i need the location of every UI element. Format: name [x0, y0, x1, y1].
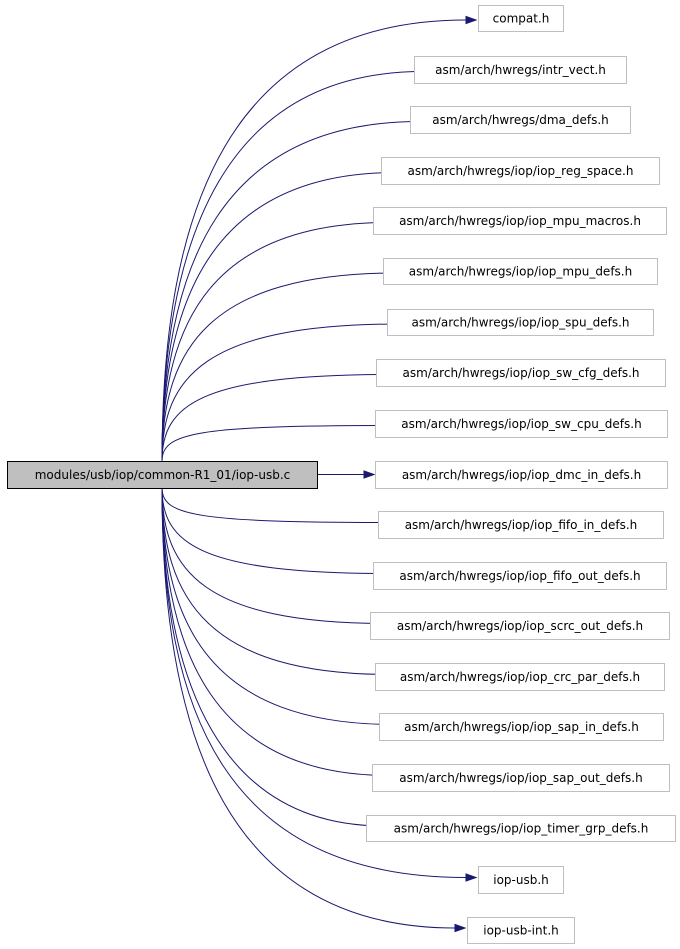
- dep-asm-arch-hwregs-iop-iop-sap-out-defs-h-node[interactable]: asm/arch/hwregs/iop/iop_sap_out_defs.h: [372, 764, 670, 792]
- dep-iop-usb-h-label: iop-usb.h: [493, 873, 549, 887]
- edge-to-dep-asm-arch-hwregs-iop-iop-scrc-out-defs-h: [161, 487, 387, 624]
- dep-asm-arch-hwregs-iop-iop-reg-space-h-node[interactable]: asm/arch/hwregs/iop/iop_reg_space.h: [381, 157, 660, 185]
- dep-asm-arch-hwregs-iop-iop-mpu-macros-h-box[interactable]: [373, 207, 667, 235]
- dep-compat-h-box[interactable]: [478, 5, 564, 32]
- dep-asm-arch-hwregs-iop-iop-sap-in-defs-h-label: asm/arch/hwregs/iop/iop_sap_in_defs.h: [404, 720, 639, 734]
- dep-asm-arch-hwregs-iop-iop-reg-space-h-label: asm/arch/hwregs/iop/iop_reg_space.h: [408, 164, 634, 178]
- edge-to-dep-asm-arch-hwregs-iop-iop-mpu-defs-h: [161, 272, 398, 462]
- dep-asm-arch-hwregs-intr-vect-h-box[interactable]: [414, 56, 627, 84]
- edge-to-dep-iop-usb-h: [161, 487, 467, 878]
- dep-asm-arch-hwregs-iop-iop-sap-in-defs-h-node[interactable]: asm/arch/hwregs/iop/iop_sap_in_defs.h: [379, 713, 664, 741]
- dep-asm-arch-hwregs-iop-iop-sap-in-defs-h-box[interactable]: [379, 713, 664, 741]
- dep-asm-arch-hwregs-iop-iop-sw-cpu-defs-h-box[interactable]: [375, 410, 668, 438]
- dep-iop-usb-h-node[interactable]: iop-usb.h: [478, 866, 564, 894]
- dep-asm-arch-hwregs-iop-iop-scrc-out-defs-h-node[interactable]: asm/arch/hwregs/iop/iop_scrc_out_defs.h: [370, 612, 670, 640]
- dep-asm-arch-hwregs-iop-iop-mpu-macros-h-node[interactable]: asm/arch/hwregs/iop/iop_mpu_macros.h: [373, 207, 667, 235]
- dep-asm-arch-hwregs-iop-iop-fifo-in-defs-h-label: asm/arch/hwregs/iop/iop_fifo_in_defs.h: [405, 518, 638, 532]
- dep-asm-arch-hwregs-dma-defs-h-node[interactable]: asm/arch/hwregs/dma_defs.h: [410, 106, 631, 134]
- dep-asm-arch-hwregs-iop-iop-spu-defs-h-box[interactable]: [387, 309, 654, 336]
- edge-to-dep-asm-arch-hwregs-iop-iop-sw-cfg-defs-h: [161, 374, 393, 462]
- dep-asm-arch-hwregs-iop-iop-spu-defs-h-label: asm/arch/hwregs/iop/iop_spu_defs.h: [412, 316, 630, 330]
- source-file-node[interactable]: modules/usb/iop/common-R1_01/iop-usb.c: [7, 461, 318, 489]
- edge-to-dep-compat-h: [161, 19, 467, 462]
- source-file-label: modules/usb/iop/common-R1_01/iop-usb.c: [35, 468, 291, 482]
- nodes: compat.h asm/arch/hwregs/intr_vect.h asm/a…: [7, 5, 676, 944]
- dep-asm-arch-hwregs-iop-iop-sw-cfg-defs-h-node[interactable]: asm/arch/hwregs/iop/iop_sw_cfg_defs.h: [376, 359, 666, 387]
- dep-asm-arch-hwregs-iop-iop-fifo-out-defs-h-node[interactable]: asm/arch/hwregs/iop/iop_fifo_out_defs.h: [373, 562, 667, 590]
- dep-asm-arch-hwregs-iop-iop-sw-cfg-defs-h-label: asm/arch/hwregs/iop/iop_sw_cfg_defs.h: [402, 366, 639, 380]
- dep-iop-usb-h-box[interactable]: [478, 866, 564, 894]
- edge-to-dep-iop-usb-int-h: [161, 487, 456, 929]
- edge-to-dep-asm-arch-hwregs-intr-vect-h: [161, 71, 424, 462]
- dep-asm-arch-hwregs-iop-iop-mpu-defs-h-label: asm/arch/hwregs/iop/iop_mpu_defs.h: [409, 265, 632, 279]
- dep-asm-arch-hwregs-iop-iop-timer-grp-defs-h-box[interactable]: [366, 815, 676, 842]
- dep-asm-arch-hwregs-iop-iop-fifo-out-defs-h-label: asm/arch/hwregs/iop/iop_fifo_out_defs.h: [399, 569, 640, 583]
- dep-asm-arch-hwregs-iop-iop-crc-par-defs-h-box[interactable]: [375, 663, 665, 691]
- dep-asm-arch-hwregs-iop-iop-sap-out-defs-h-label: asm/arch/hwregs/iop/iop_sap_out_defs.h: [399, 771, 642, 785]
- edge-to-dep-asm-arch-hwregs-iop-iop-timer-grp-defs-h: [161, 487, 384, 827]
- dep-asm-arch-hwregs-iop-iop-fifo-out-defs-h-box[interactable]: [373, 562, 667, 590]
- dep-asm-arch-hwregs-dma-defs-h-label: asm/arch/hwregs/dma_defs.h: [432, 113, 609, 127]
- dep-asm-arch-hwregs-iop-iop-mpu-defs-h-node[interactable]: asm/arch/hwregs/iop/iop_mpu_defs.h: [383, 258, 658, 285]
- dep-asm-arch-hwregs-iop-iop-sw-cpu-defs-h-label: asm/arch/hwregs/iop/iop_sw_cpu_defs.h: [401, 417, 641, 431]
- dep-asm-arch-hwregs-iop-iop-sap-out-defs-h-box[interactable]: [372, 764, 670, 792]
- dep-asm-arch-hwregs-iop-iop-scrc-out-defs-h-label: asm/arch/hwregs/iop/iop_scrc_out_defs.h: [397, 619, 643, 633]
- dep-asm-arch-hwregs-intr-vect-h-node[interactable]: asm/arch/hwregs/intr_vect.h: [414, 56, 627, 84]
- dep-asm-arch-hwregs-iop-iop-reg-space-h-box[interactable]: [381, 157, 660, 185]
- edge-to-dep-asm-arch-hwregs-iop-iop-mpu-macros-h: [161, 222, 390, 462]
- dep-asm-arch-hwregs-intr-vect-h-label: asm/arch/hwregs/intr_vect.h: [435, 63, 606, 77]
- dep-iop-usb-int-h-label: iop-usb-int.h: [483, 924, 559, 938]
- dep-asm-arch-hwregs-dma-defs-h-box[interactable]: [410, 106, 631, 134]
- dep-compat-h-node[interactable]: compat.h: [478, 5, 564, 32]
- dep-asm-arch-hwregs-iop-iop-mpu-defs-h-box[interactable]: [383, 258, 658, 285]
- dep-asm-arch-hwregs-iop-iop-mpu-macros-h-label: asm/arch/hwregs/iop/iop_mpu_macros.h: [399, 214, 641, 228]
- arrowhead-dep-compat-h: [465, 15, 478, 25]
- dep-asm-arch-hwregs-iop-iop-sw-cfg-defs-h-box[interactable]: [376, 359, 666, 387]
- edge-to-dep-asm-arch-hwregs-iop-iop-sap-out-defs-h: [161, 487, 389, 776]
- dep-asm-arch-hwregs-iop-iop-spu-defs-h-node[interactable]: asm/arch/hwregs/iop/iop_spu_defs.h: [387, 309, 654, 336]
- arrowhead-dep-iop-usb-int-h: [454, 923, 467, 933]
- dep-asm-arch-hwregs-iop-iop-fifo-in-defs-h-node[interactable]: asm/arch/hwregs/iop/iop_fifo_in_defs.h: [378, 511, 664, 539]
- edge-to-dep-asm-arch-hwregs-iop-iop-crc-par-defs-h: [161, 487, 392, 675]
- dep-asm-arch-hwregs-iop-iop-dmc-in-defs-h-label: asm/arch/hwregs/iop/iop_dmc_in_defs.h: [402, 468, 641, 482]
- dep-asm-arch-hwregs-iop-iop-sw-cpu-defs-h-node[interactable]: asm/arch/hwregs/iop/iop_sw_cpu_defs.h: [375, 410, 668, 438]
- edge-to-dep-asm-arch-hwregs-iop-iop-reg-space-h: [161, 172, 397, 462]
- edge-to-dep-asm-arch-hwregs-iop-iop-spu-defs-h: [161, 323, 401, 462]
- dep-asm-arch-hwregs-iop-iop-dmc-in-defs-h-node[interactable]: asm/arch/hwregs/iop/iop_dmc_in_defs.h: [375, 461, 668, 489]
- edge-to-dep-asm-arch-hwregs-iop-iop-fifo-in-defs-h: [161, 487, 394, 523]
- arrowhead-dep-asm-arch-hwregs-iop-iop-dmc-in-defs-h: [363, 470, 376, 479]
- dep-asm-arch-hwregs-iop-iop-timer-grp-defs-h-label: asm/arch/hwregs/iop/iop_timer_grp_defs.h: [394, 822, 649, 836]
- arrowhead-dep-iop-usb-h: [465, 873, 478, 882]
- dep-iop-usb-int-h-node[interactable]: iop-usb-int.h: [467, 917, 575, 944]
- dep-asm-arch-hwregs-iop-iop-crc-par-defs-h-label: asm/arch/hwregs/iop/iop_crc_par_defs.h: [400, 670, 640, 684]
- dep-iop-usb-int-h-box[interactable]: [467, 917, 575, 944]
- edge-to-dep-asm-arch-hwregs-dma-defs-h: [161, 121, 420, 462]
- edge-to-dep-asm-arch-hwregs-iop-iop-sw-cpu-defs-h: [161, 425, 392, 462]
- edge-to-dep-asm-arch-hwregs-iop-iop-sap-in-defs-h: [161, 487, 395, 725]
- edge-to-dep-asm-arch-hwregs-iop-iop-fifo-out-defs-h: [161, 487, 390, 574]
- dep-asm-arch-hwregs-iop-iop-timer-grp-defs-h-node[interactable]: asm/arch/hwregs/iop/iop_timer_grp_defs.h: [366, 815, 676, 842]
- dep-compat-h-label: compat.h: [493, 12, 550, 26]
- dep-asm-arch-hwregs-iop-iop-dmc-in-defs-h-box[interactable]: [375, 461, 668, 489]
- dep-asm-arch-hwregs-iop-iop-scrc-out-defs-h-box[interactable]: [370, 612, 670, 640]
- source-file-box[interactable]: [7, 461, 318, 489]
- dep-asm-arch-hwregs-iop-iop-fifo-in-defs-h-box[interactable]: [378, 511, 664, 539]
- dep-asm-arch-hwregs-iop-iop-crc-par-defs-h-node[interactable]: asm/arch/hwregs/iop/iop_crc_par_defs.h: [375, 663, 665, 691]
